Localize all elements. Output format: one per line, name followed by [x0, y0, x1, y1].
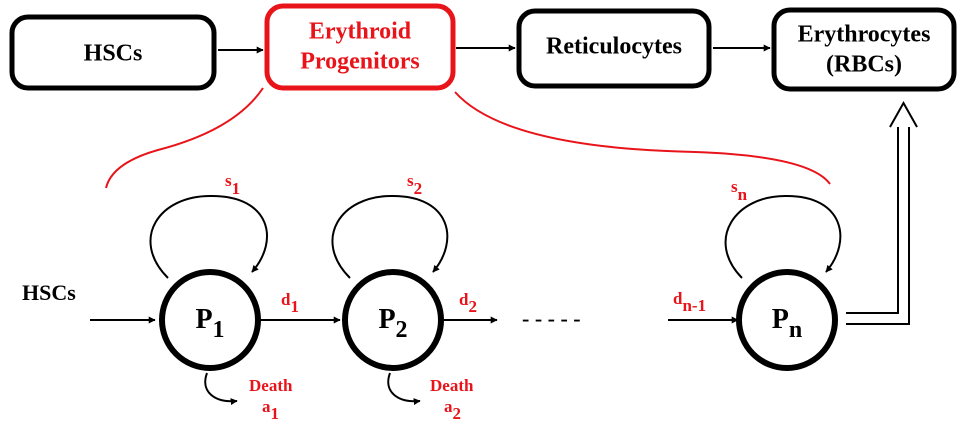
- input-hscs-label: HSCs: [22, 280, 76, 305]
- self-renewal-rate-s1: s1: [225, 171, 240, 198]
- transition-rate-dn-1: dn-1: [673, 289, 706, 315]
- death-rate-a1: a1: [262, 397, 279, 423]
- death-rate-a2: a2: [444, 397, 461, 423]
- node-p1-label: P1: [195, 304, 224, 342]
- erythrocytes-label-line1: Erythrocytes: [798, 22, 931, 48]
- node-p1: [159, 269, 261, 371]
- hscs-label: HSCs: [84, 41, 143, 67]
- death-arrow-p2: [387, 372, 421, 406]
- node-p2-label: P2: [378, 304, 407, 342]
- erythroid-progenitors-box: [264, 3, 456, 91]
- death-label-p2: Death: [430, 376, 474, 395]
- transition-rate-d2: d2: [459, 290, 477, 316]
- ellipsis-dashes: - - - - -: [522, 306, 581, 331]
- reticulocytes-box: [516, 8, 712, 89]
- expansion-bracket-left: [105, 87, 264, 189]
- self-renewal-loop-p1: [149, 194, 268, 279]
- node-pn: [736, 269, 838, 371]
- death-label-p1: Death: [249, 376, 293, 395]
- expansion-bracket-right: [454, 91, 831, 185]
- erythrocytes-box: [771, 7, 957, 92]
- node-p2: [342, 269, 444, 371]
- progenitors-label-line1: Erythroid: [309, 19, 412, 45]
- output-double-arrow: [846, 100, 918, 325]
- transition-rate-d1: d1: [281, 290, 299, 316]
- death-arrow-p1: [204, 372, 238, 406]
- progenitors-label-line2: Progenitors: [300, 49, 420, 75]
- hscs-box: [9, 14, 217, 91]
- node-pn-label: Pn: [772, 304, 802, 342]
- self-renewal-loop-pn: [724, 194, 842, 279]
- erythrocytes-label-line2: (RBCs): [826, 52, 902, 78]
- self-renewal-loop-p2: [331, 194, 449, 279]
- reticulocytes-label: Reticulocytes: [546, 34, 682, 60]
- self-renewal-rate-s2: s2: [407, 171, 422, 198]
- self-renewal-rate-sn: sn: [731, 177, 748, 204]
